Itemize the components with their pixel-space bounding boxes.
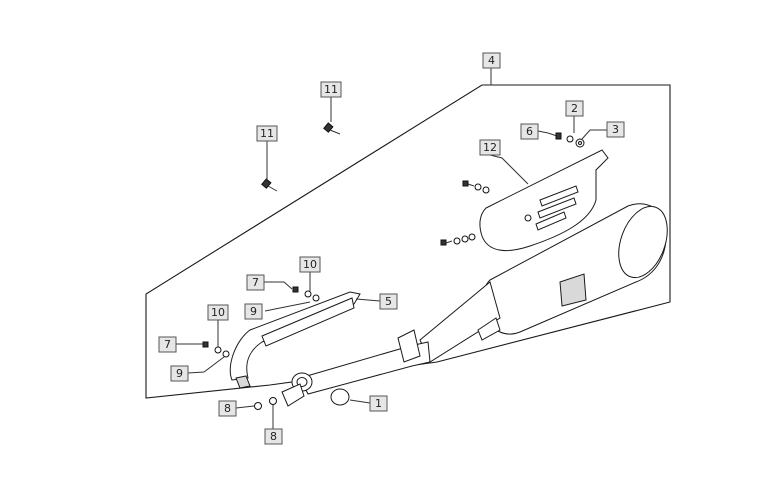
callout-10-lower-label: 10 — [211, 306, 225, 319]
callout-3: 3 — [606, 121, 625, 138]
callout-10-upper: 10 — [299, 256, 321, 273]
muffler-assembly — [281, 203, 668, 407]
washer-9-lower-icon — [222, 350, 230, 358]
washer-3-inner — [578, 141, 582, 145]
callout-8-left: 8 — [218, 400, 237, 417]
callout-11-top-label: 11 — [324, 83, 338, 96]
callout-8-lower: 8 — [264, 428, 283, 445]
callout-7-lower: 7 — [158, 336, 177, 353]
leader-lines — [176, 68, 607, 429]
callout-3-label: 3 — [612, 123, 619, 136]
exhaust-pipe-mount-plate — [281, 383, 305, 407]
pipe-guard-plate — [261, 297, 355, 347]
muffler-inlet-cone — [419, 281, 501, 363]
callout-4: 4 — [482, 52, 501, 69]
callout-11-left: 11 — [256, 125, 278, 142]
callout-7-lower-label: 7 — [164, 338, 171, 351]
muffler-mount-tab — [477, 317, 501, 341]
callout-12: 12 — [479, 139, 501, 156]
heat-shield-bolt-lower-icon — [440, 233, 476, 246]
callout-9-lower-label: 9 — [176, 367, 183, 380]
washer-2-icon — [566, 135, 574, 143]
callout-6-label: 6 — [526, 125, 533, 138]
callout-1: 1 — [369, 395, 388, 412]
callout-12-label: 12 — [483, 141, 497, 154]
callout-10-lower: 10 — [207, 304, 229, 321]
bolt-11-left-icon — [261, 178, 278, 192]
callout-5: 5 — [379, 293, 398, 310]
nut-8-lower-icon — [269, 397, 277, 405]
washer-9-upper-icon — [312, 294, 320, 302]
heat-shield-slot-3 — [535, 211, 567, 231]
washer-10-lower-icon — [214, 346, 222, 354]
heat-shield-slot-2 — [537, 197, 577, 219]
heat-shield — [479, 149, 609, 252]
callout-8-lower-label: 8 — [270, 430, 277, 443]
callout-11-left-label: 11 — [260, 127, 274, 140]
exhaust-pipe-flange — [397, 329, 421, 363]
washer-10-upper-icon — [304, 290, 312, 298]
bolt-7-lower-icon — [202, 341, 209, 348]
nut-8-left-icon — [254, 402, 262, 410]
callout-2-label: 2 — [571, 102, 578, 115]
callout-4-label: 4 — [488, 54, 495, 67]
exhaust-gasket-icon — [330, 388, 350, 406]
muffler-bracket — [559, 273, 587, 307]
heat-shield-hole — [524, 214, 532, 222]
bolt-7-upper-icon — [292, 286, 299, 293]
callout-9-lower: 9 — [170, 365, 189, 382]
callout-8-left-label: 8 — [224, 402, 231, 415]
callout-2: 2 — [565, 100, 584, 117]
callout-9-upper-label: 9 — [250, 305, 257, 318]
callout-1-label: 1 — [375, 397, 382, 410]
callout-10-upper-label: 10 — [303, 258, 317, 271]
callout-7-upper: 7 — [246, 274, 265, 291]
heat-shield-slot-1 — [539, 185, 579, 207]
muffler-end-cap — [618, 205, 668, 279]
bolt-11-top-icon — [323, 122, 341, 135]
callout-9-upper: 9 — [244, 303, 263, 320]
bolt-6-icon — [547, 132, 562, 140]
callout-6: 6 — [520, 123, 539, 140]
callout-5-label: 5 — [385, 295, 392, 308]
callout-11-top: 11 — [320, 81, 342, 98]
callout-7-upper-label: 7 — [252, 276, 259, 289]
pipe-guard-tip — [235, 375, 251, 389]
heat-shield-bolt-upper-icon — [462, 180, 490, 194]
hardware — [202, 122, 585, 410]
